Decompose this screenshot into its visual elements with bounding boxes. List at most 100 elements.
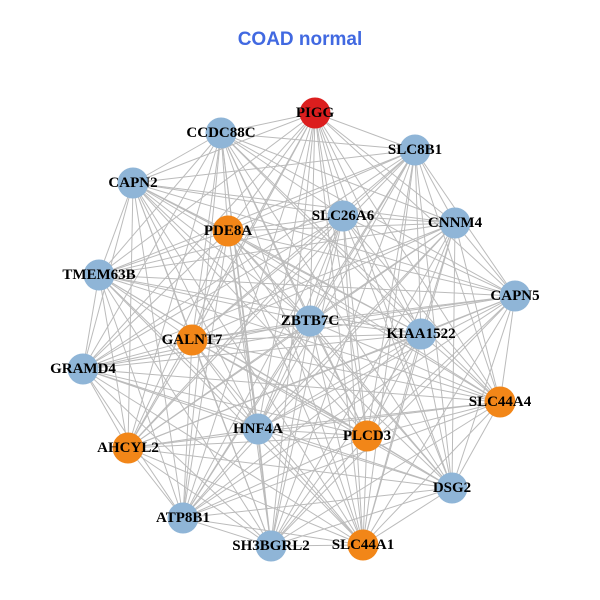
edge — [191, 339, 259, 430]
edge — [314, 112, 416, 151]
node-CNNM4 — [439, 207, 471, 239]
edge — [420, 333, 453, 489]
edge — [191, 333, 422, 341]
edge — [98, 274, 364, 546]
edge — [127, 149, 416, 449]
edge — [82, 333, 422, 370]
edge — [191, 230, 229, 341]
edge — [414, 149, 501, 403]
edge — [257, 428, 272, 547]
edge — [191, 339, 364, 546]
edge — [227, 230, 453, 489]
node-SLC44A4 — [484, 386, 516, 418]
edge — [220, 132, 453, 489]
node-PLCD3 — [351, 420, 383, 452]
edge — [98, 274, 311, 322]
edge — [270, 487, 453, 547]
edge — [220, 132, 229, 232]
edge — [127, 132, 222, 449]
edge — [182, 435, 368, 519]
edge — [270, 401, 501, 547]
edge — [257, 428, 453, 489]
edge — [362, 487, 453, 546]
edge — [191, 339, 453, 489]
edge — [182, 487, 453, 519]
node-label-HNF4A: HNF4A — [233, 421, 283, 437]
edge — [342, 215, 456, 224]
edge — [362, 295, 516, 546]
edge — [98, 274, 422, 335]
edge — [182, 222, 456, 519]
node-label-CAPN5: CAPN5 — [490, 288, 539, 304]
edge — [227, 230, 368, 437]
node-PDE8A — [212, 215, 244, 247]
node-GALNT7 — [176, 324, 208, 356]
edge — [82, 368, 368, 437]
edge — [314, 112, 422, 335]
edge — [270, 333, 422, 547]
edge — [127, 428, 259, 449]
edge — [309, 215, 344, 322]
edge — [127, 182, 134, 449]
edge — [132, 182, 368, 437]
edge — [257, 428, 364, 546]
edge — [98, 182, 134, 276]
edge — [191, 320, 311, 341]
edge — [82, 132, 222, 370]
node-label-TMEM63B: TMEM63B — [62, 267, 135, 283]
edge — [270, 215, 344, 547]
node-label-SLC44A1: SLC44A1 — [332, 537, 395, 553]
edge — [314, 112, 344, 217]
edge — [309, 112, 316, 322]
edge — [366, 401, 501, 437]
edge — [220, 132, 516, 297]
edge — [309, 320, 422, 335]
edge — [132, 182, 184, 519]
edge — [132, 182, 456, 224]
edge — [362, 401, 501, 546]
node-TMEM63B — [83, 259, 115, 291]
edge — [98, 274, 272, 547]
edge — [132, 132, 222, 184]
edge — [227, 215, 344, 232]
edge — [127, 447, 272, 547]
node-label-SH3BGRL2: SH3BGRL2 — [232, 538, 310, 554]
edge — [82, 339, 193, 370]
edge — [454, 222, 501, 403]
edge — [82, 368, 501, 403]
edge — [451, 222, 456, 489]
edge — [82, 368, 364, 546]
edge — [98, 149, 416, 276]
edge — [127, 112, 316, 449]
edge — [270, 112, 316, 547]
edge — [342, 149, 416, 217]
edge — [314, 112, 364, 546]
edge — [82, 368, 259, 430]
edge — [127, 401, 501, 449]
node-label-ZBTB7C: ZBTB7C — [281, 313, 339, 329]
edge — [98, 230, 229, 276]
edge — [257, 295, 516, 430]
edge — [191, 215, 344, 341]
edge — [98, 274, 501, 403]
edge — [191, 339, 501, 403]
edge — [227, 230, 516, 297]
edge — [182, 112, 316, 519]
edge — [127, 320, 311, 449]
node-SLC44A1 — [347, 529, 379, 561]
edge — [182, 295, 516, 519]
edge — [220, 132, 416, 151]
node-CAPN2 — [117, 167, 149, 199]
edge — [127, 435, 368, 449]
edge — [82, 274, 100, 370]
edge — [257, 428, 368, 437]
node-ATP8B1 — [167, 502, 199, 534]
edge — [220, 112, 316, 134]
edge — [98, 222, 456, 276]
edge — [182, 339, 193, 519]
edge — [362, 333, 422, 546]
node-circles — [67, 97, 531, 562]
edge — [227, 112, 316, 232]
edge — [257, 333, 422, 430]
edge — [362, 149, 416, 546]
